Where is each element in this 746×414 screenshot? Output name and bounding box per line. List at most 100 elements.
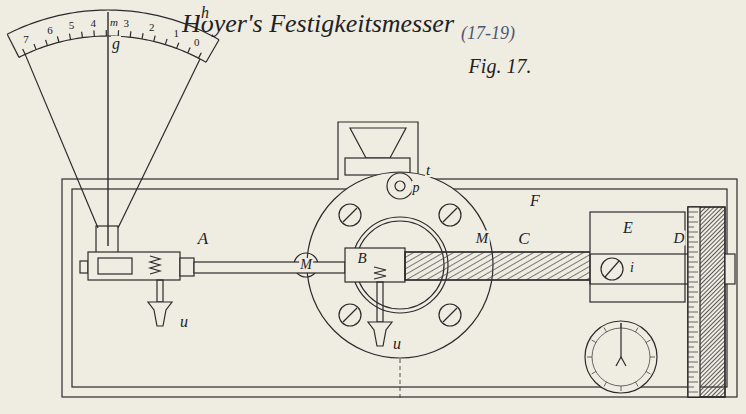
ruler-tick <box>688 217 694 218</box>
part-letter: B <box>356 251 367 266</box>
ruler-tick <box>688 282 698 283</box>
ruler-tick <box>688 292 698 293</box>
illustration-part <box>7 10 698 392</box>
ruler-tick <box>688 277 694 278</box>
ruler-tick <box>688 322 698 323</box>
illustration-part <box>443 308 457 322</box>
bracket-wedge <box>350 128 406 158</box>
gauge-stem <box>96 226 118 254</box>
scale-arc-inner <box>19 36 206 62</box>
dial-tick <box>621 386 622 391</box>
scale-tick <box>106 30 107 36</box>
part-letter: E <box>622 220 634 236</box>
ruler-tick <box>688 262 698 263</box>
dial-tick <box>636 382 639 386</box>
scale-tick <box>142 33 143 39</box>
ruler-tick <box>688 392 698 393</box>
ruler-tick <box>688 312 698 313</box>
part-letter: i <box>629 261 635 275</box>
ruler-tick <box>688 347 694 348</box>
scale-tick <box>154 36 155 42</box>
ruler-outline <box>688 207 725 397</box>
illustration-part <box>439 204 461 226</box>
part-letter: m <box>109 17 119 28</box>
part-letter: p <box>412 181 421 195</box>
ruler-tick <box>688 327 694 328</box>
scale-tick <box>130 31 132 37</box>
ruler-tick <box>688 337 694 338</box>
spring-a <box>150 256 160 274</box>
part-letter: t <box>425 163 431 178</box>
scale-tick <box>165 39 167 45</box>
handle-a <box>148 302 172 326</box>
scale-number: 4 <box>90 17 98 28</box>
dial-needle <box>620 323 621 357</box>
scale-number: 5 <box>68 20 76 31</box>
scale-number: 1 <box>173 28 181 39</box>
illustration-part <box>343 208 357 222</box>
ruler-tick <box>688 387 694 388</box>
pivot-p-inner <box>395 181 405 191</box>
part-letter: M <box>299 258 313 272</box>
part-letter: D <box>673 231 686 246</box>
scale-end <box>206 40 219 63</box>
nut-box <box>590 212 685 302</box>
figure-title: Hoyer's Festigkeitsmesser <box>182 11 454 37</box>
illustration-part <box>439 304 461 326</box>
part-letter: u <box>179 314 189 330</box>
dial-tick <box>646 340 650 343</box>
scale-tick <box>93 30 95 36</box>
clamp-b <box>345 248 405 282</box>
clamp-a-jaw <box>98 258 132 274</box>
handle-b-stem <box>377 282 383 322</box>
dial-tick <box>621 323 622 328</box>
dial-tick <box>650 357 655 358</box>
ruler-tick <box>688 247 694 248</box>
screw-i <box>601 258 623 280</box>
ruler-tick <box>688 212 698 213</box>
hand-wheel <box>725 254 735 284</box>
ruler-tick <box>688 307 694 308</box>
ruler-tick <box>688 237 694 238</box>
sector-arm <box>118 59 200 228</box>
dial <box>585 321 657 393</box>
ruler-tick <box>688 252 698 253</box>
part-letter: u <box>392 336 402 352</box>
scale-end <box>7 34 19 57</box>
ruler-tick <box>688 227 694 228</box>
ruler-tick <box>688 242 698 243</box>
scale-tick <box>188 47 190 52</box>
scale-number: 2 <box>148 21 156 32</box>
screw-spindle <box>405 252 593 280</box>
scale-tick <box>81 32 83 38</box>
scale-tick <box>199 53 202 58</box>
ruler-tick <box>688 342 698 343</box>
illustration-part <box>605 261 619 277</box>
dial-tick <box>604 382 607 386</box>
scale-tick <box>46 40 48 46</box>
part-letter: F <box>529 193 541 209</box>
pointer-g <box>107 12 108 246</box>
ruler-tick <box>688 357 694 358</box>
part-letter: C <box>517 230 530 247</box>
dial-tick <box>636 328 639 332</box>
scale-number: 7 <box>22 33 30 44</box>
ruler-tick <box>688 332 698 333</box>
illustration-part <box>62 122 737 400</box>
dial-needle-tail <box>616 357 626 366</box>
handle-a-stem <box>157 280 163 302</box>
scale-tick <box>69 34 70 40</box>
top-bracket <box>338 122 418 180</box>
clamp-a <box>88 252 180 280</box>
illustration-part <box>339 204 361 226</box>
ruler-scale <box>688 207 700 397</box>
ruler-tick <box>688 362 698 363</box>
ruler-tick <box>688 377 694 378</box>
ruler-tick <box>688 382 698 383</box>
ruler-tick <box>688 272 698 273</box>
scale-tick <box>57 36 59 42</box>
screw-spindle-outline <box>405 252 593 280</box>
ruler-tick <box>688 317 694 318</box>
part-letter: g <box>111 36 121 52</box>
